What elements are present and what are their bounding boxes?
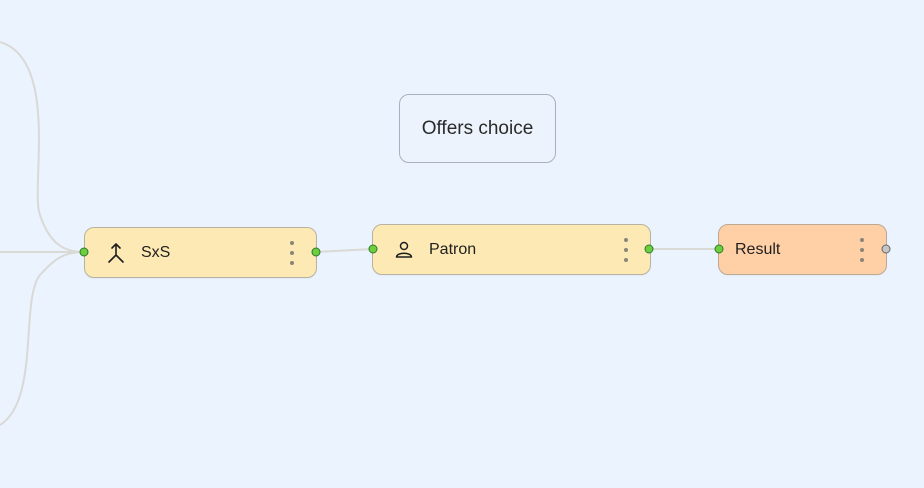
patron-input-port[interactable] — [368, 244, 378, 254]
more-menu-icon[interactable] — [619, 237, 633, 262]
node-result[interactable]: Result — [718, 224, 887, 275]
merge-arrow-icon — [105, 242, 127, 264]
sxs-input-port[interactable] — [79, 247, 89, 257]
edge-lower-input — [0, 251, 85, 426]
more-menu-icon[interactable] — [285, 240, 299, 265]
node-label: SxS — [141, 243, 171, 261]
edge-upper-input — [0, 41, 85, 253]
comment-note[interactable]: Offers choice — [399, 94, 556, 163]
node-patron[interactable]: Patron — [372, 224, 651, 275]
node-sxs[interactable]: SxS — [84, 227, 317, 278]
more-menu-icon[interactable] — [855, 237, 869, 262]
patron-output-port[interactable] — [644, 244, 654, 254]
sxs-output-port[interactable] — [311, 247, 321, 257]
result-output-port[interactable] — [881, 244, 891, 254]
person-icon — [393, 239, 415, 261]
result-input-port[interactable] — [714, 244, 724, 254]
edge-sxs-to-patron — [315, 248, 374, 253]
comment-text: Offers choice — [421, 117, 534, 139]
node-label: Result — [735, 240, 781, 258]
node-label: Patron — [429, 240, 477, 258]
